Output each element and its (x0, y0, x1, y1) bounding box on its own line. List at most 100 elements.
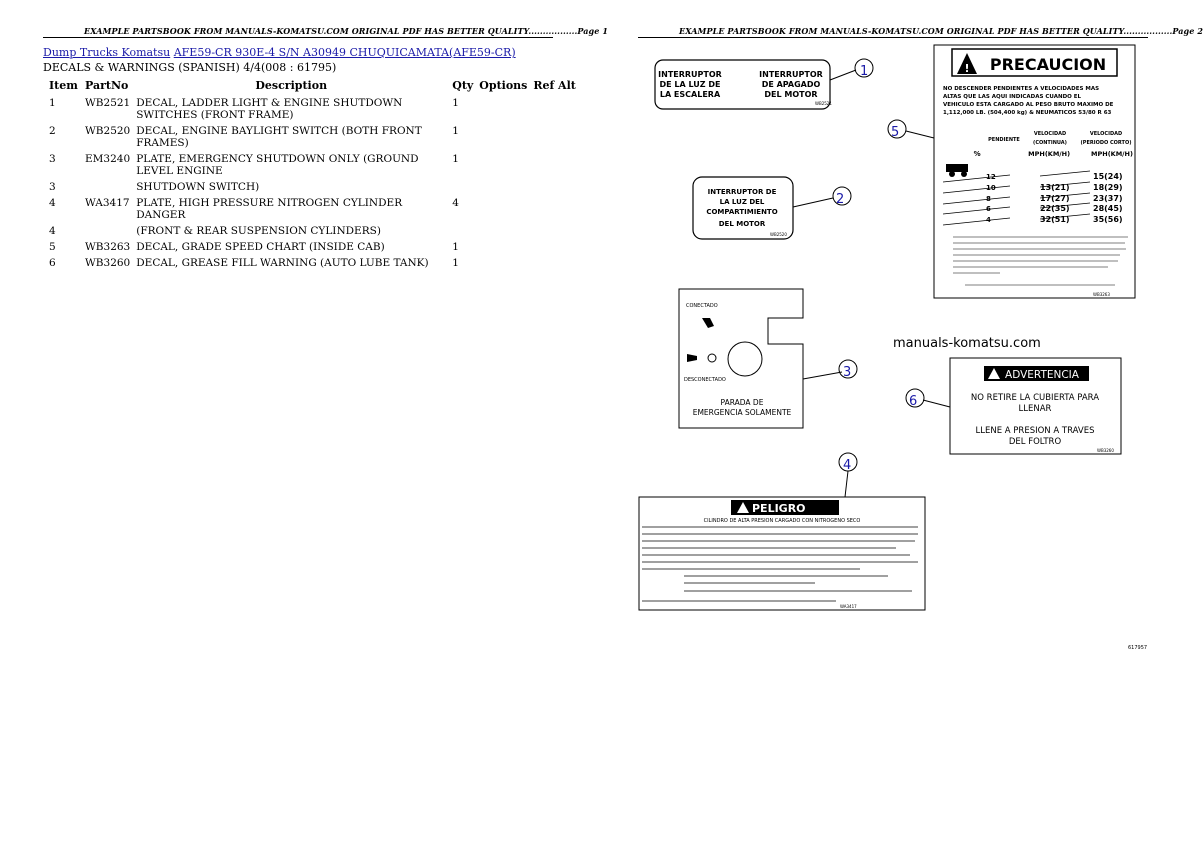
qty-cell: 4 (452, 197, 459, 209)
decal6-title: ADVERTENCIA (1005, 369, 1080, 381)
description-cell: (FRONT & REAR SUSPENSION CYLINDERS) (136, 225, 381, 237)
page2-header-rule (638, 37, 1148, 38)
callout-4: 4 (843, 458, 851, 473)
col-refalt: Ref Alt (533, 78, 576, 92)
item-cell: 6 (49, 257, 56, 269)
grade-line (942, 174, 1011, 183)
description-cell: DECAL, ENGINE BAYLIGHT SWITCH (BOTH FRON… (136, 125, 422, 149)
grade-value: 4 (986, 216, 991, 224)
decal-5: ! PRECAUCION NO DESCENDER PENDIENTES A V… (933, 44, 1136, 299)
page1-header: EXAMPLE PARTSBOOK FROM MANUALS-KOMATSU.C… (84, 26, 608, 36)
grade-value: 8 (986, 195, 991, 203)
watermark: manuals-komatsu.com (893, 336, 1041, 351)
item-cell: 4 (49, 197, 56, 209)
continuous-speed: 22(35) (1040, 204, 1070, 213)
description-cell: PLATE, HIGH PRESSURE NITROGEN CYLINDER D… (136, 197, 403, 221)
item-cell: 4 (49, 225, 56, 237)
parts-table: Item PartNo Description Qty Options Ref … (43, 78, 579, 272)
decal5-title: PRECAUCION (990, 55, 1106, 74)
decal4-subtitle: CILINDRO DE ALTA PRESION CARGADO CON NIT… (704, 518, 861, 524)
partno-cell: EM3240 (85, 153, 131, 165)
table-header-row: Item PartNo Description Qty Options Ref … (43, 78, 579, 96)
description-cell: DECAL, LADDER LIGHT & ENGINE SHUTDOWN SW… (136, 97, 403, 121)
callout-circle-5 (887, 119, 907, 139)
callout-6: 6 (909, 394, 917, 409)
breadcrumb: Dump Trucks Komatsu AFE59-CR 930E-4 S/N … (43, 46, 516, 59)
callout-2: 2 (836, 192, 844, 207)
section-title: DECALS & WARNINGS (SPANISH) 4/4(008 : 61… (43, 61, 337, 74)
emergency-button-icon (727, 341, 763, 377)
qty-cell: 1 (452, 97, 459, 109)
grade-value: 6 (986, 205, 991, 213)
description-cell: PLATE, EMERGENCY SHUTDOWN ONLY (GROUND L… (136, 153, 419, 177)
breadcrumb-link-model[interactable]: AFE59-CR 930E-4 S/N A30949 CHUQUICAMATA(… (173, 46, 516, 59)
qty-cell: 1 (452, 153, 459, 165)
callout-5: 5 (891, 125, 899, 140)
partno-cell: WB2521 (85, 97, 131, 109)
decal2-code: WB2520 (770, 232, 787, 237)
continuous-speed: 13(21) (1040, 183, 1070, 192)
decal5-col-headers: PENDIENTE% VELOCIDAD(CONTINUA)MPH(KM/H) … (974, 131, 1133, 158)
description-cell: DECAL, GRADE SPEED CHART (INSIDE CAB) (136, 241, 385, 253)
grade-line (1039, 213, 1091, 220)
continuous-speed: 17(27) (1040, 194, 1070, 203)
qty-cell: 1 (452, 241, 459, 253)
item-cell: 1 (49, 97, 56, 109)
decal5-code: WB3263 (1093, 292, 1110, 297)
callout-circle-2 (832, 186, 852, 206)
short-speed: 15(24) (1093, 172, 1123, 181)
table-row: 4 WA3417 PLATE, HIGH PRESSURE NITROGEN CYL… (43, 196, 579, 224)
page2-header: EXAMPLE PARTSBOOK FROM MANUALS-KOMATSU.C… (679, 26, 1203, 36)
page1-header-rule (43, 37, 553, 38)
decal3-top: CONECTADO (686, 303, 718, 309)
decal4-title: PELIGRO (752, 502, 806, 515)
grade-line (1039, 202, 1091, 209)
partno-cell: WB2520 (85, 125, 131, 137)
decal1-code: WB2521 (815, 101, 832, 106)
continuous-speed: 32(51) (1040, 215, 1070, 224)
plug-icon (702, 318, 714, 328)
partno-cell: WA3417 (85, 197, 130, 209)
grade-line (942, 185, 1011, 194)
item-cell: 2 (49, 125, 56, 137)
grade-line (1039, 181, 1091, 188)
decal6-code: WB3260 (1097, 448, 1114, 453)
short-speed: 18(29) (1093, 183, 1123, 192)
table-row: 2 WB2520 DECAL, ENGINE BAYLIGHT SWITCH (BO… (43, 124, 579, 152)
item-cell: 3 (49, 153, 56, 165)
callout-circle-1 (854, 58, 874, 78)
callout-circle-6 (905, 388, 925, 408)
partno-cell: WB3260 (85, 257, 131, 269)
col-description: Description (255, 78, 328, 92)
unplug-icon (687, 354, 697, 362)
description-cell: SHUTDOWN SWITCH) (136, 181, 260, 193)
callout-3: 3 (843, 365, 851, 380)
grade-value: 10 (986, 184, 996, 192)
grade-line (942, 196, 1011, 205)
grade-line (1039, 170, 1091, 177)
table-row: 3 EM3240 PLATE, EMERGENCY SHUTDOWN ONLY (G… (43, 152, 579, 180)
figure-number: 617957 (1128, 645, 1148, 651)
decal4-code: WA3417 (840, 604, 857, 609)
qty-cell: 1 (452, 257, 459, 269)
callout-circle-3 (838, 359, 858, 379)
grade-line (942, 206, 1011, 215)
table-row: 4 (FRONT & REAR SUSPENSION CYLINDERS) (43, 224, 579, 240)
short-speed: 23(37) (1093, 194, 1123, 203)
decal5-fine-print (953, 236, 1128, 286)
col-partno: PartNo (85, 78, 129, 92)
col-item: Item (49, 78, 78, 92)
decal5-intro: NO DESCENDER PENDIENTES A VELOCIDADES MA… (943, 86, 1115, 116)
breadcrumb-link-category[interactable]: Dump Trucks Komatsu (43, 46, 171, 59)
decal4-fine-print (642, 526, 918, 602)
qty-cell: 1 (452, 125, 459, 137)
